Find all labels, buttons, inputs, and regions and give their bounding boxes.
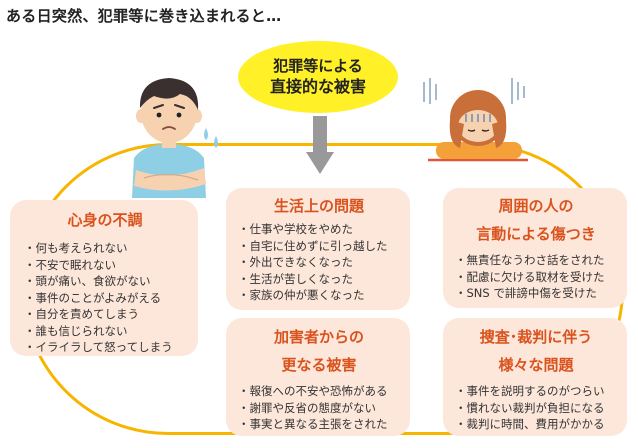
list-item: 自分を責めてしまう	[24, 306, 186, 323]
down-arrow-icon	[306, 116, 334, 174]
list-item: 外出できなくなった	[238, 254, 400, 271]
list-item: 事実と異なる主張をされた	[238, 416, 400, 433]
card-mind-list: 何も考えられない 不安で眠れない 頭が痛い、食欲がない 事件のことがよみがえる …	[24, 240, 186, 356]
card-investigation-title-line2: 様々な問題	[498, 356, 574, 374]
list-item: イライラして怒ってしまう	[24, 339, 186, 356]
list-item: SNS で誹謗中傷を受けた	[455, 285, 617, 302]
list-item: 自宅に住めずに引っ越した	[238, 238, 400, 255]
list-item: 仕事や学校をやめた	[238, 221, 400, 238]
card-surround-list: 無責任なうわさ話をされた 配慮に欠ける取材を受けた SNS で誹謗中傷を受けた	[455, 252, 617, 302]
direct-harm-line1: 犯罪等による	[273, 57, 363, 75]
card-investigation-list: 事件を説明するのがつらい 慣れない裁判が負担になる 裁判に時間、費用がかかる	[455, 383, 617, 433]
card-mind-body: 心身の不調 何も考えられない 不安で眠れない 頭が痛い、食欲がない 事件のことが…	[10, 200, 198, 356]
list-item: 事件を説明するのがつらい	[455, 383, 617, 400]
card-surrounding-people: 周囲の人の 言動による傷つき 無責任なうわさ話をされた 配慮に欠ける取材を受けた…	[443, 188, 627, 308]
card-investigation-trial: 捜査･裁判に伴う 様々な問題 事件を説明するのがつらい 慣れない裁判が負担になる…	[443, 318, 627, 436]
card-offender-list: 報復への不安や恐怖がある 謝罪や反省の態度がない 事実と異なる主張をされた	[238, 383, 400, 433]
page-title: ある日突然、犯罪等に巻き込まれると…	[6, 7, 282, 25]
depressed-girl-illustration	[423, 78, 528, 162]
list-item: 配慮に欠ける取材を受けた	[455, 269, 617, 286]
list-item: 頭が痛い、食欲がない	[24, 273, 186, 290]
list-item: 誰も信じられない	[24, 323, 186, 340]
direct-harm-bubble: 犯罪等による 直接的な被害	[238, 41, 398, 113]
list-item: 生活が苦しくなった	[238, 271, 400, 288]
card-surround-title-line1: 周囲の人の	[498, 197, 574, 215]
list-item: 無責任なうわさ話をされた	[455, 252, 617, 269]
list-item: 報復への不安や恐怖がある	[238, 383, 400, 400]
card-offender-title-line2: 更なる被害	[281, 356, 357, 374]
list-item: 家族の仲が悪くなった	[238, 287, 400, 304]
card-investigation-title-line1: 捜査･裁判に伴う	[479, 328, 593, 346]
direct-harm-line2: 直接的な被害	[269, 77, 366, 96]
list-item: 事件のことがよみがえる	[24, 290, 186, 307]
card-offender-harm: 加害者からの 更なる被害 報復への不安や恐怖がある 謝罪や反省の態度がない 事実…	[226, 318, 410, 436]
card-mind-title: 心身の不調	[67, 211, 143, 229]
card-life-title: 生活上の問題	[273, 197, 364, 215]
card-surround-title-line2: 言動による傷つき	[476, 225, 596, 243]
list-item: 裁判に時間、費用がかかる	[455, 416, 617, 433]
card-offender-title-line1: 加害者からの	[273, 328, 364, 346]
card-life-problems: 生活上の問題 仕事や学校をやめた 自宅に住めずに引っ越した 外出できなくなった …	[226, 188, 410, 310]
list-item: 何も考えられない	[24, 240, 186, 257]
list-item: 謝罪や反省の態度がない	[238, 400, 400, 417]
card-life-list: 仕事や学校をやめた 自宅に住めずに引っ越した 外出できなくなった 生活が苦しくな…	[238, 221, 400, 304]
list-item: 慣れない裁判が負担になる	[455, 400, 617, 417]
list-item: 不安で眠れない	[24, 257, 186, 274]
worried-boy-illustration	[132, 78, 218, 198]
